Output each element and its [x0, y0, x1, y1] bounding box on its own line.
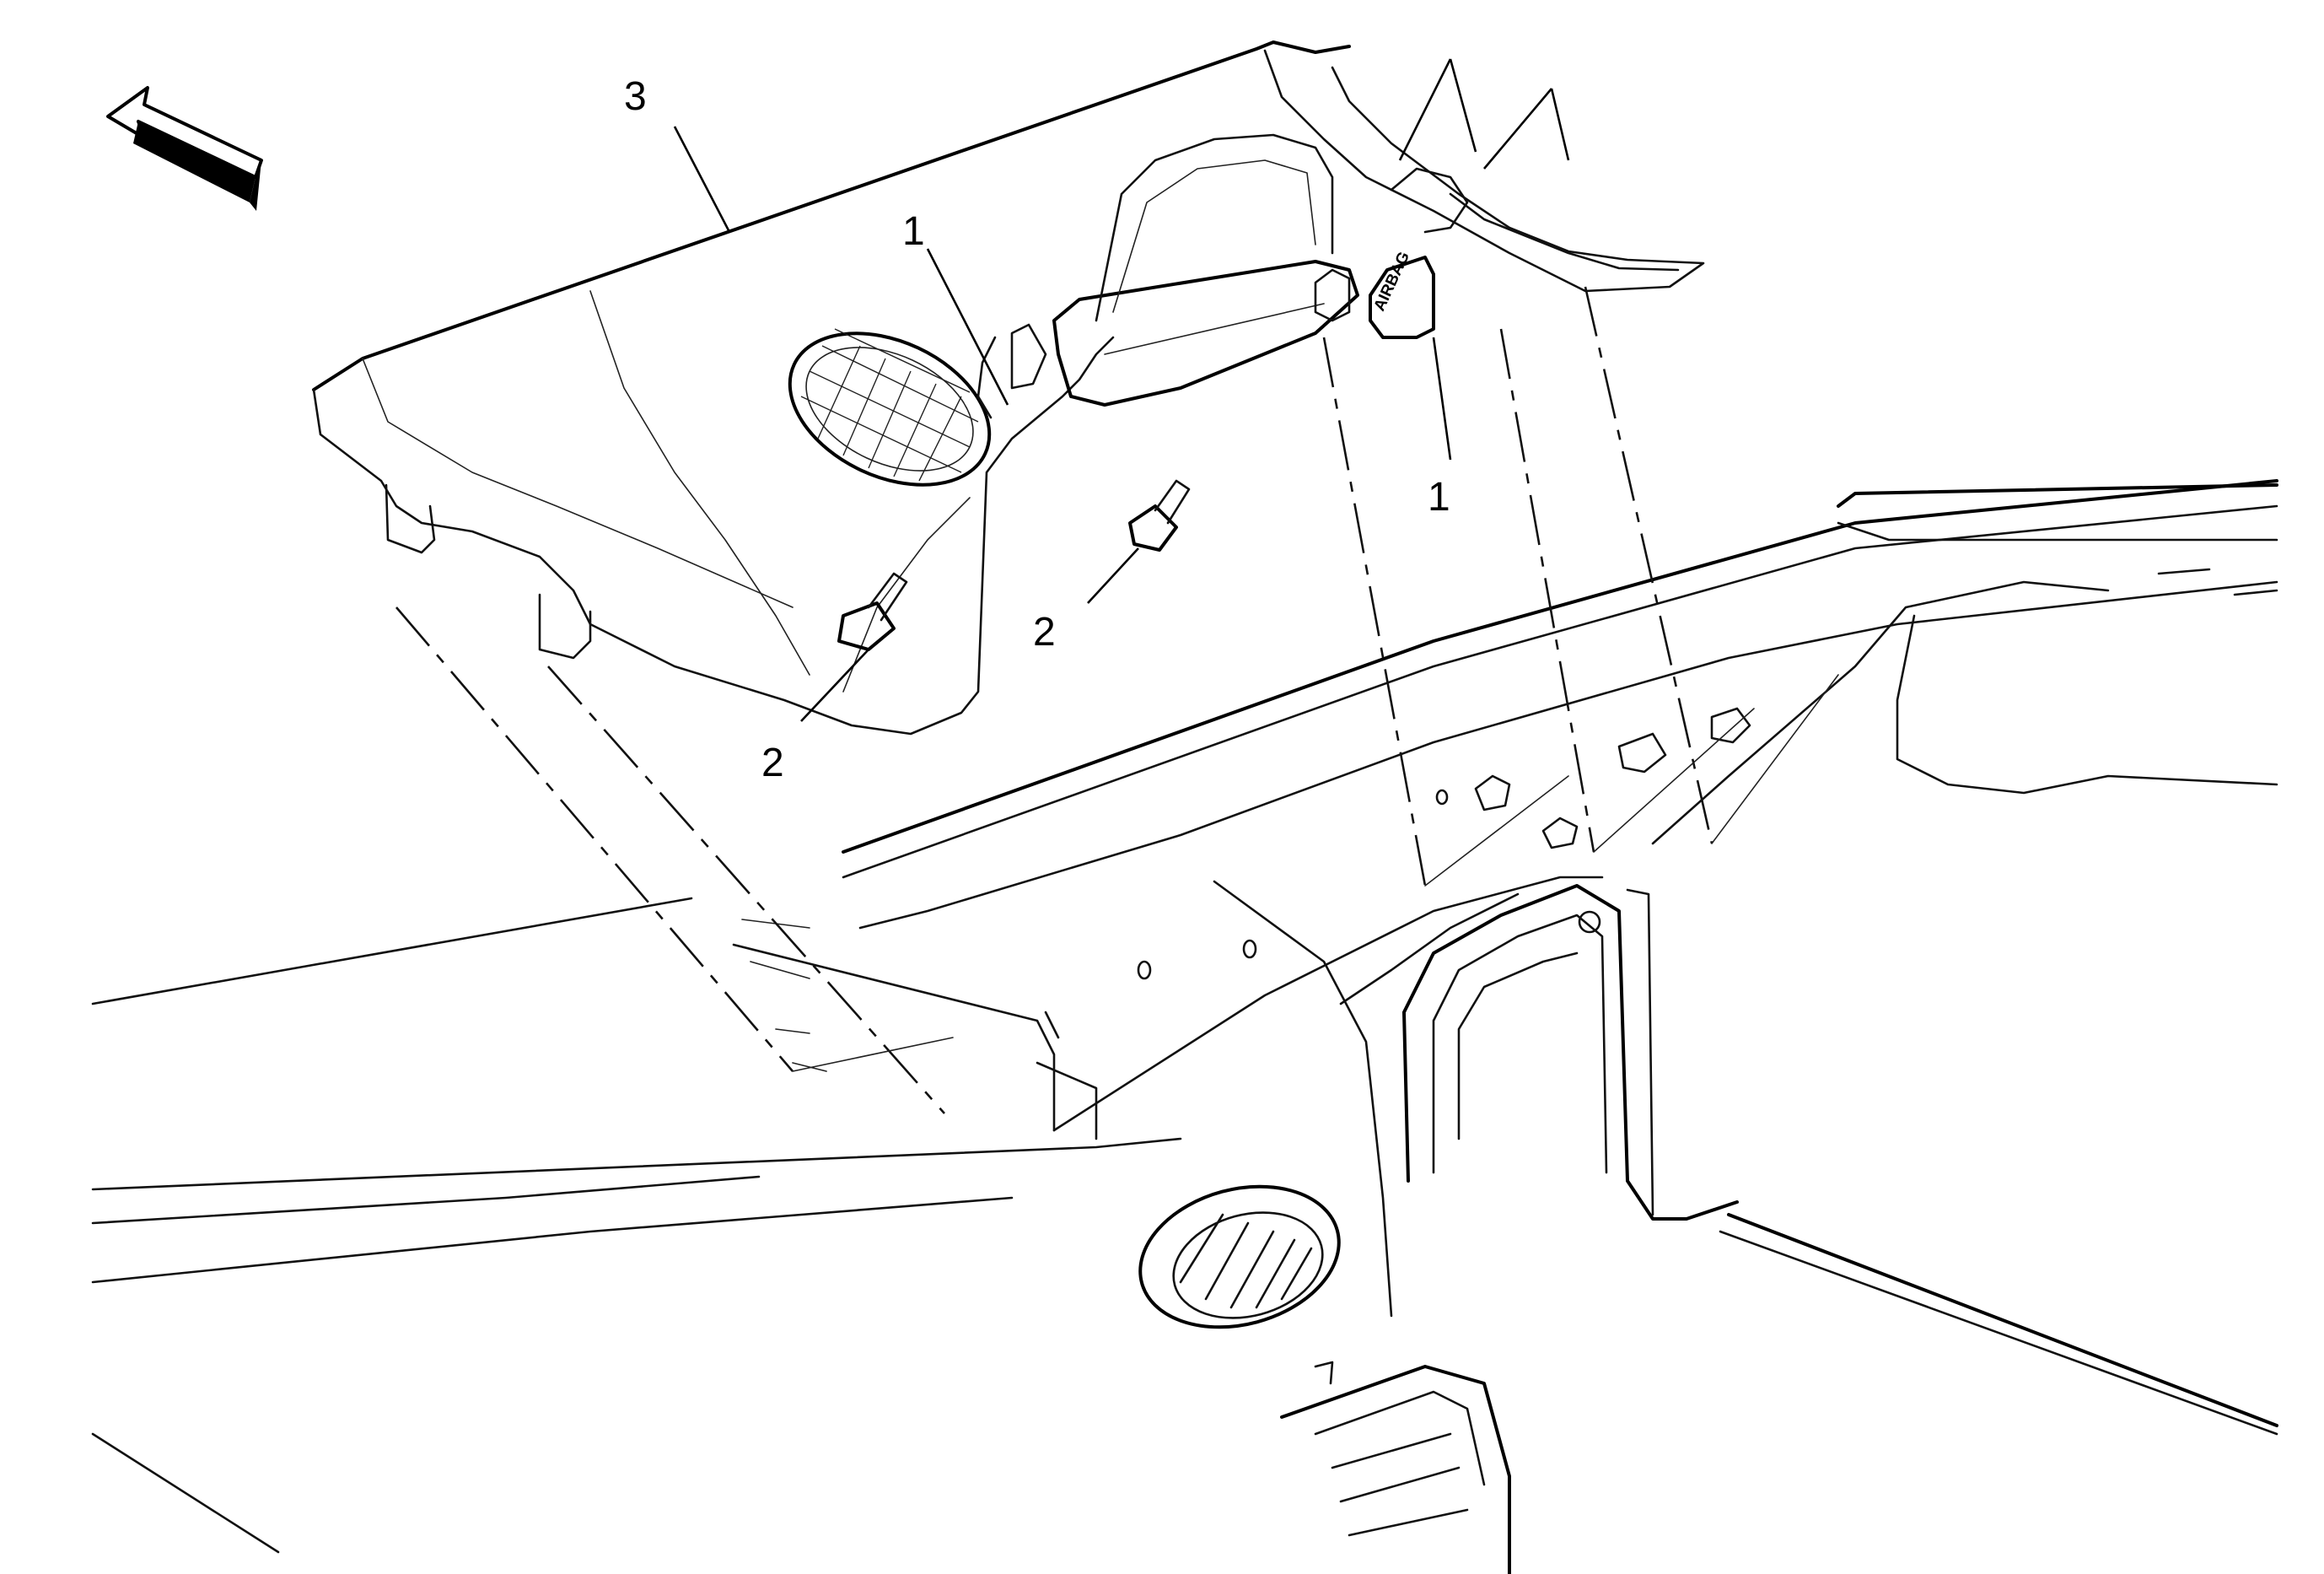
callout-pillar-trim: 3	[624, 74, 647, 119]
callout-retainer-mid: 1	[1428, 475, 1450, 520]
round-air-vent	[1138, 1184, 1341, 1329]
callout-bolt-left: 2	[761, 741, 784, 785]
bolt-right	[1128, 479, 1191, 552]
pillar-trim-panel: AIRBAG	[312, 40, 1705, 736]
callout-labels: 3 1 1 2 2	[624, 74, 1450, 785]
rectangular-air-vent	[1280, 1361, 1511, 1574]
callout-bolt-right: 2	[1033, 610, 1056, 655]
front-arrow-icon	[106, 86, 263, 211]
vehicle-body	[91, 479, 2278, 1574]
mounting-holes	[1137, 707, 1751, 980]
airbag-tag-text: AIRBAG	[1370, 249, 1413, 314]
callout-retainer-top: 1	[902, 209, 925, 254]
airbag-label-badge: AIRBAG	[1369, 249, 1435, 339]
leader-lines	[673, 58, 1570, 722]
bolt-left	[837, 572, 908, 651]
alignment-lines	[395, 286, 1839, 1114]
